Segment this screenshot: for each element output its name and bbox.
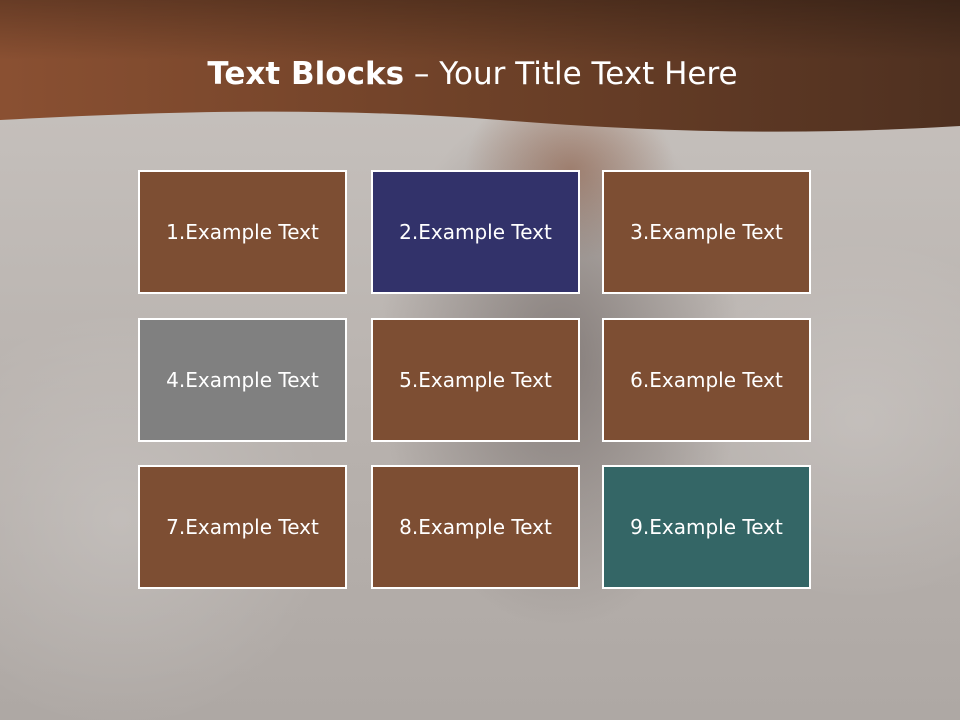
text-block-7[interactable]: 7.Example Text	[138, 465, 347, 589]
text-block-3[interactable]: 3.Example Text	[602, 170, 811, 294]
slide-title: Text Blocks – Your Title Text Here	[0, 52, 945, 96]
text-block-4[interactable]: 4.Example Text	[138, 318, 347, 442]
text-block-label: 5.Example Text	[399, 368, 552, 392]
title-bold-part: Text Blocks	[207, 56, 405, 92]
text-block-6[interactable]: 6.Example Text	[602, 318, 811, 442]
title-rest: Your Title Text Here	[439, 56, 738, 92]
text-block-label: 8.Example Text	[399, 515, 552, 539]
text-block-label: 7.Example Text	[166, 515, 319, 539]
text-block-label: 9.Example Text	[630, 515, 783, 539]
text-block-label: 2.Example Text	[399, 220, 552, 244]
title-separator: –	[404, 56, 440, 92]
text-block-label: 3.Example Text	[630, 220, 783, 244]
text-block-label: 6.Example Text	[630, 368, 783, 392]
text-block-label: 1.Example Text	[166, 220, 319, 244]
text-block-label: 4.Example Text	[166, 368, 319, 392]
header-band	[0, 0, 960, 132]
text-block-9[interactable]: 9.Example Text	[602, 465, 811, 589]
text-block-2[interactable]: 2.Example Text	[371, 170, 580, 294]
text-block-1[interactable]: 1.Example Text	[138, 170, 347, 294]
text-block-grid: 1.Example Text 2.Example Text 3.Example …	[138, 170, 815, 594]
text-block-8[interactable]: 8.Example Text	[371, 465, 580, 589]
text-block-5[interactable]: 5.Example Text	[371, 318, 580, 442]
